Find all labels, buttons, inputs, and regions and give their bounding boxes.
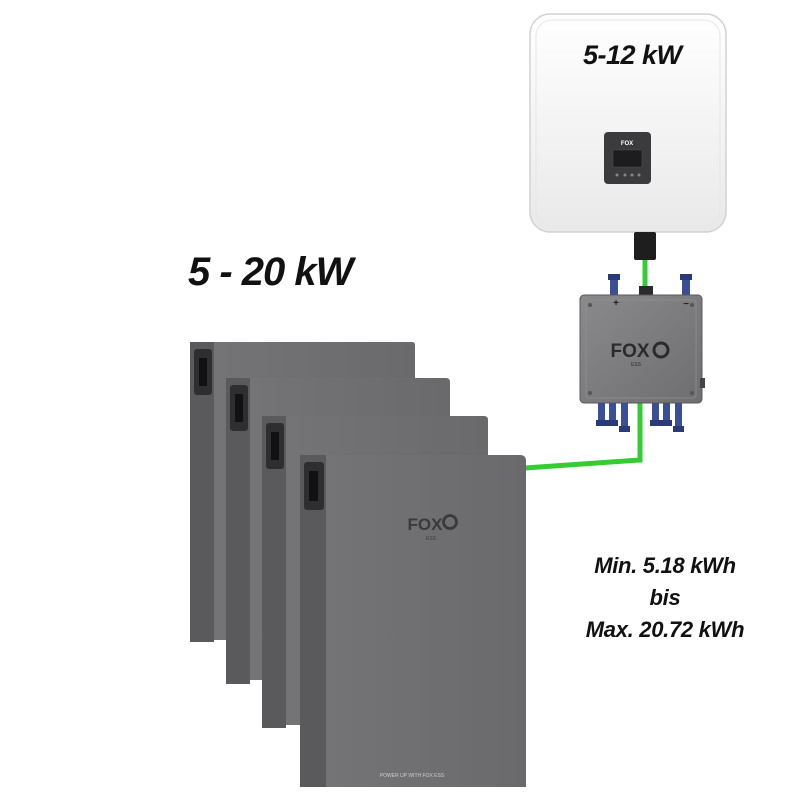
capacity-range: Min. 5.18 kWh bis Max. 20.72 kWh (560, 550, 770, 646)
battery-module-4: FOX ESS POWER UP WITH FOX ESS (300, 455, 526, 787)
inverter-power-label: 5-12 kW (583, 40, 682, 70)
inverter-display-panel: FOX (604, 132, 651, 184)
battery-brand: FOX (408, 515, 444, 534)
junction-bottom-connectors (596, 403, 684, 432)
inverter-screen (612, 149, 643, 168)
capacity-conj: bis (649, 585, 681, 610)
junction-brand: FOX (610, 341, 649, 362)
junction-minus-label: − (683, 299, 689, 310)
battery-logo-ring (442, 514, 458, 530)
junction-sub: ESS (631, 362, 642, 368)
inverter: FOX (529, 13, 727, 260)
capacity-max: Max. 20.72 kWh (585, 617, 745, 642)
junction-plus-label: + (613, 298, 619, 309)
junction-box: + − FOX ESS (579, 274, 705, 432)
capacity-min: Min. 5.18 kWh (594, 553, 736, 578)
battery-cable (524, 402, 643, 471)
battery-power-label: 5 - 20 kW (188, 250, 353, 294)
junction-logo-ring (652, 341, 670, 359)
battery-sub: ESS (426, 536, 437, 542)
inverter-brand: FOX (621, 141, 633, 147)
battery-footer: POWER UP WITH FOX ESS (380, 773, 445, 779)
inverter-cable-gland (634, 232, 656, 260)
